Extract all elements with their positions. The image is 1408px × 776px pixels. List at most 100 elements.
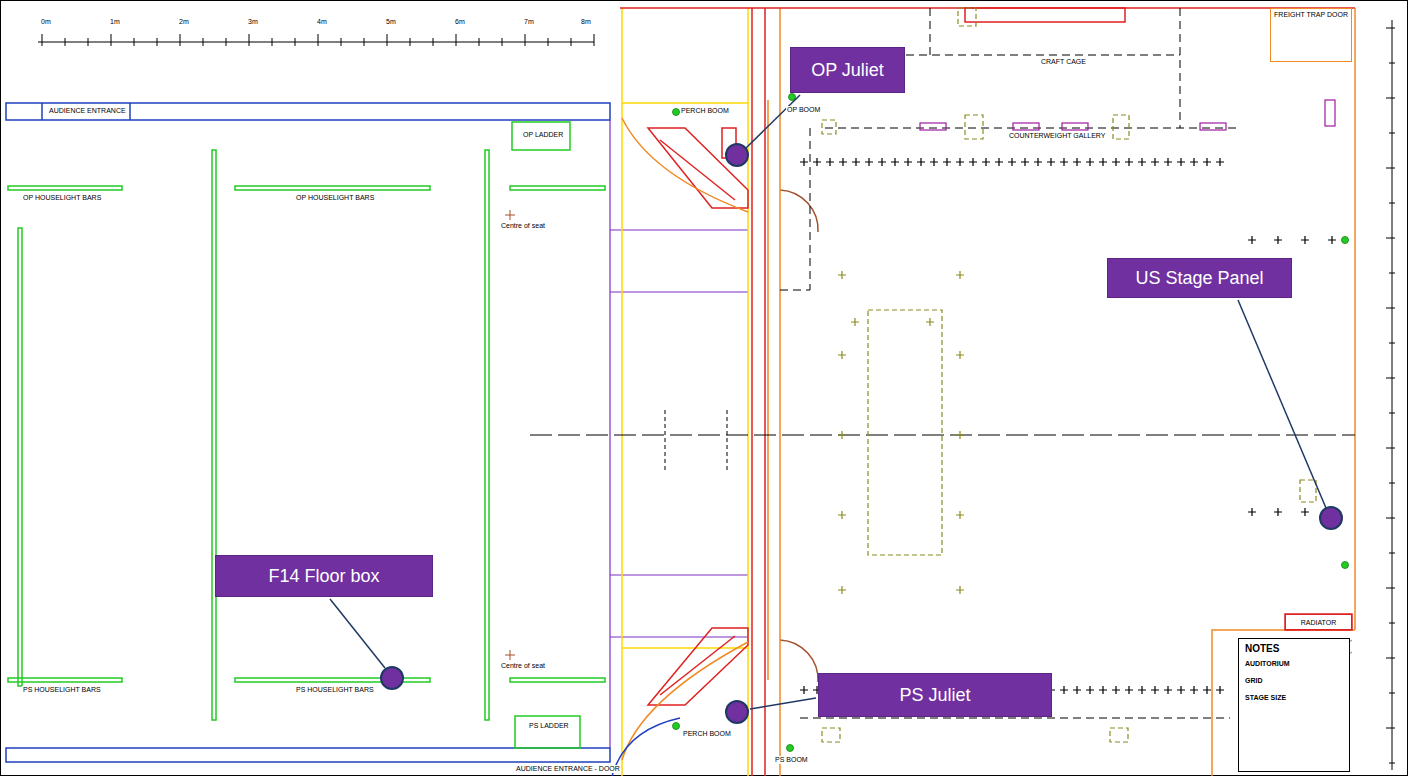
houselight-bars-part <box>8 186 122 190</box>
lighting-positions-part <box>838 351 846 359</box>
audience-entrance-part <box>6 748 610 762</box>
audience-entrance-part <box>6 103 610 120</box>
trap-area-part <box>868 310 942 555</box>
lighting-positions-part <box>969 158 977 166</box>
side-scale-part <box>1389 343 1395 344</box>
plan-label: PERCH BOOM <box>680 107 730 115</box>
trap-area <box>822 8 1316 742</box>
seat-marks-part <box>510 210 511 220</box>
stage-arcs-part <box>780 640 818 682</box>
side-scale-part <box>1389 693 1395 694</box>
node-text: PS Juliet <box>899 685 970 706</box>
node-text: AUDITORIUM <box>1245 660 1290 667</box>
perch-structures-part <box>648 628 748 705</box>
scale-bar-part <box>479 38 480 46</box>
callout-box: OP Juliet <box>790 47 905 93</box>
lighting-positions-part <box>1073 158 1081 166</box>
plan-label: OP LADDER <box>522 131 564 139</box>
scale-bar-part <box>88 38 89 46</box>
scale-bar-part <box>364 38 365 46</box>
houselight-bars-part <box>18 228 22 686</box>
scale-bar-part <box>525 34 526 46</box>
scale-bar-part <box>180 34 181 46</box>
centre-line-part <box>530 435 1355 436</box>
lighting-positions-part <box>904 158 912 166</box>
lighting-positions-part <box>956 586 964 594</box>
scale-bar <box>38 34 594 46</box>
scale-bar-part <box>42 34 43 46</box>
auditorium-lines-part <box>610 229 748 230</box>
callout-box: PS Juliet <box>818 673 1052 717</box>
scale-bar-part <box>203 38 204 46</box>
callout-dots-part <box>726 144 748 166</box>
lighting-positions-part <box>1060 686 1068 694</box>
stage-walls-part <box>779 8 781 776</box>
green-dots-part <box>673 723 680 730</box>
scale-bar-part <box>410 38 411 46</box>
plan-label: 0m <box>40 18 52 26</box>
scale-bar-part <box>594 34 595 46</box>
scale-bar-part <box>571 38 572 46</box>
side-scale-part <box>1386 98 1395 99</box>
lighting-positions-part <box>1190 158 1198 166</box>
green-dots-part <box>673 109 680 116</box>
plan-label: 6m <box>454 18 466 26</box>
auditorium-lines-part <box>610 574 748 575</box>
plan-label: AUDIENCE ENTRANCE - DOOR <box>515 765 621 773</box>
lighting-positions-part <box>1203 158 1211 166</box>
gallery-blocks <box>920 100 1335 130</box>
lighting-positions-part <box>1086 158 1094 166</box>
dashed-structure-part <box>880 55 1180 56</box>
scale-bar-part <box>318 34 319 46</box>
node-text: OP Juliet <box>811 60 884 81</box>
trap-door-box: FREIGHT TRAP DOOR <box>1270 8 1352 62</box>
houselight-bars-part <box>212 150 216 720</box>
lighting-positions-part <box>926 318 934 326</box>
lighting-positions-part <box>1216 158 1224 166</box>
audience-entrance-part <box>129 103 131 120</box>
curtain-marks <box>665 410 727 470</box>
callout-dots <box>381 144 1342 723</box>
plan-label: PS LADDER <box>528 722 570 730</box>
leader-lines-part <box>330 599 385 668</box>
houselight-bars <box>8 122 605 748</box>
houselight-bars-part <box>485 150 489 720</box>
lighting-positions-part <box>1112 686 1120 694</box>
curtain-marks-part <box>727 410 728 470</box>
side-scale-part <box>1386 658 1395 659</box>
scale-bar-part <box>134 38 135 46</box>
houselight-bars-part <box>235 186 430 190</box>
lighting-positions-part <box>839 158 847 166</box>
plan-label: AUDIENCE ENTRANCE <box>48 107 127 115</box>
side-scale-part <box>1389 763 1395 764</box>
scale-bar-part <box>341 38 342 46</box>
plan-label: 7m <box>523 18 535 26</box>
plan-label: COUNTERWEIGHT GALLERY <box>1008 132 1106 140</box>
lighting-positions-part <box>943 158 951 166</box>
lighting-positions-part <box>1151 158 1159 166</box>
lighting-positions-part <box>956 351 964 359</box>
scale-bar-part <box>38 42 594 43</box>
proscenium-zone-part <box>747 8 749 776</box>
plan-label: OP BOOM <box>786 106 821 114</box>
lighting-positions-part <box>1138 158 1146 166</box>
scale-bar-part <box>226 38 227 46</box>
plan-label: OP HOUSELIGHT BARS <box>22 194 102 202</box>
scale-bar-part <box>272 38 273 46</box>
houselight-bars-part <box>510 186 605 190</box>
lighting-positions-part <box>1099 158 1107 166</box>
gallery-blocks-part <box>1013 123 1039 130</box>
stage-walls-part <box>965 8 1125 22</box>
trap-area-part <box>1300 480 1316 502</box>
proscenium-zone <box>622 8 748 776</box>
callout-dots-part <box>726 701 748 723</box>
callout-dots-part <box>1320 507 1342 529</box>
node-text: FREIGHT TRAP DOOR <box>1274 11 1348 18</box>
stage-arcs-part <box>612 718 680 776</box>
side-scale-part <box>1389 483 1395 484</box>
plan-label: 4m <box>316 18 328 26</box>
green-dots-part <box>1342 237 1349 244</box>
side-scale-part <box>1386 238 1395 239</box>
